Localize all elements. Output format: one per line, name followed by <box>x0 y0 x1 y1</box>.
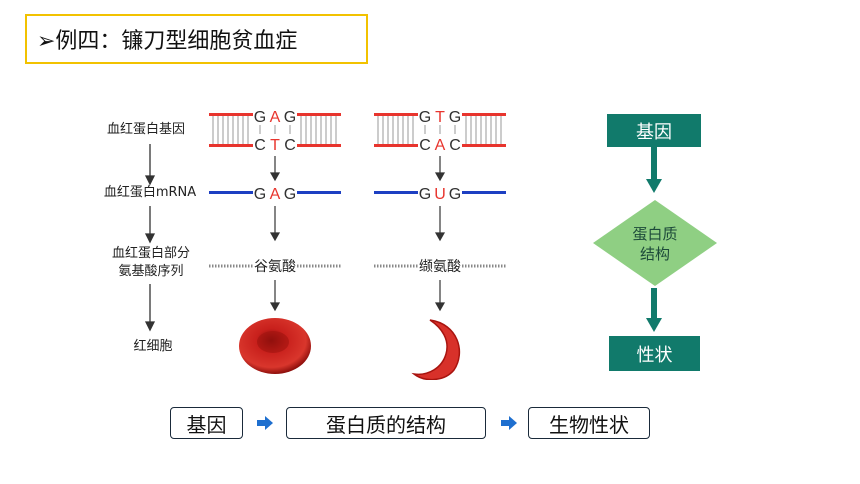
bottom-box-trait: 生物性状 <box>528 407 650 439</box>
bottom-box-gene-label: 基因 <box>186 412 227 437</box>
sickle-dna-bottom-2: A <box>435 137 446 154</box>
sickle-dna-bottom-3: C <box>449 137 461 154</box>
sickle-dna-top-2: T <box>435 109 445 126</box>
normal-dna-bottom-1: C <box>254 137 266 154</box>
normal-dna-bottom-3: C <box>284 137 296 154</box>
label-red-blood-cell: 红细胞 <box>133 339 173 354</box>
sickle-mrna-2: U <box>434 186 446 203</box>
normal-mrna-1: G <box>254 186 266 203</box>
bottom-box-gene: 基因 <box>170 407 243 439</box>
sickle-dna-top-1: G <box>419 109 431 126</box>
sickle-dna-top-3: G <box>449 109 461 126</box>
sickle-mrna-3: G <box>449 186 461 203</box>
sickle-column: G T G C A C G U G 缬氨酸 <box>374 109 506 380</box>
flow-node-gene: 基因 <box>607 114 701 147</box>
flow-node-protein-line2: 结构 <box>640 245 670 263</box>
flow-node-trait: 性状 <box>609 336 700 371</box>
bottom-arrow-2-icon <box>501 416 517 430</box>
sickle-amino-acid: 缬氨酸 <box>419 259 461 275</box>
label-amino-acid-seq-line1: 血红蛋白部分 <box>111 246 190 261</box>
flow-node-gene-label: 基因 <box>636 121 672 143</box>
normal-column: G A G C T C G A G 谷氨酸 <box>209 109 341 374</box>
flow-node-protein: 蛋白质 结构 <box>593 200 717 286</box>
bottom-arrow-1-icon <box>257 416 273 430</box>
normal-mrna-3: G <box>284 186 296 203</box>
bottom-box-protein: 蛋白质的结构 <box>286 407 486 439</box>
normal-dna-bottom-2: T <box>270 137 280 154</box>
sickle-mrna: G U G <box>374 186 506 203</box>
sickle-red-blood-cell <box>411 319 461 380</box>
label-hemoglobin-gene: 血红蛋白基因 <box>106 122 185 137</box>
label-hemoglobin-mrna: 血红蛋白mRNA <box>103 185 197 200</box>
sickle-dna-ladder: G T G C A C <box>374 109 506 154</box>
flow-arrow-1 <box>646 147 662 193</box>
normal-mrna-2: A <box>270 186 281 203</box>
left-arrows-column <box>144 144 156 332</box>
bottom-box-protein-label: 蛋白质的结构 <box>326 412 446 437</box>
normal-mrna: G A G <box>209 186 341 203</box>
normal-dna-ladder: G A G C T C <box>209 109 341 154</box>
title-box: ➢例四：镰刀型细胞贫血症 <box>25 14 368 64</box>
normal-dna-top-1: G <box>254 109 266 126</box>
sickle-mrna-1: G <box>419 186 431 203</box>
flow-node-trait-label: 性状 <box>636 344 673 366</box>
flow-node-protein-line1: 蛋白质 <box>632 225 677 243</box>
normal-dna-top-3: G <box>284 109 296 126</box>
page-title: ➢例四：镰刀型细胞贫血症 <box>37 29 298 54</box>
label-amino-acid-seq-line2: 氨基酸序列 <box>118 264 184 279</box>
normal-dna-top-2: A <box>270 109 281 126</box>
normal-amino-acid: 谷氨酸 <box>254 259 296 275</box>
sickle-dna-bottom-1: C <box>419 137 431 154</box>
bottom-box-trait-label: 生物性状 <box>549 412 629 437</box>
flow-arrow-2 <box>646 288 662 332</box>
